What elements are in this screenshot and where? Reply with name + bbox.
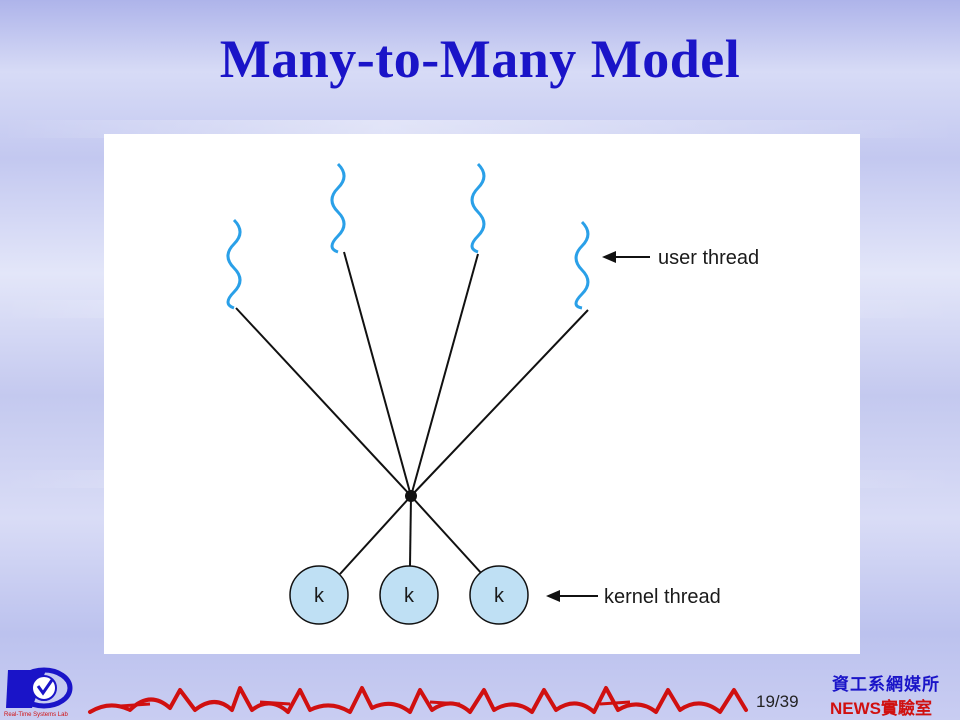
- user-thread-label: user thread: [658, 247, 759, 269]
- user-thread-3: [470, 162, 486, 254]
- org-name-line1: 資工系網媒所: [832, 675, 940, 694]
- connector-line: [343, 251, 412, 497]
- logo-caption: Real-Time Systems Lab: [4, 712, 68, 718]
- lab-logo: Real-Time Systems Lab: [4, 667, 73, 718]
- user-thread-2: [330, 162, 346, 254]
- connector-line: [339, 495, 412, 575]
- kernel-node-1: k: [289, 565, 349, 625]
- org-name-line2: NEWS實驗室: [830, 699, 932, 718]
- many-to-many-diagram: k k k user thread kernel thread: [226, 162, 759, 625]
- kernel-node-label: k: [494, 585, 505, 607]
- footer-decoration: [88, 686, 748, 714]
- page-current: 19: [756, 692, 775, 711]
- multiplex-point: [405, 490, 417, 502]
- connector-line: [410, 309, 589, 497]
- kernel-node-2: k: [379, 565, 439, 625]
- connector-line: [410, 495, 483, 575]
- kernel-thread-label: kernel thread: [604, 586, 721, 608]
- connector-line: [235, 307, 412, 497]
- connector-line: [409, 495, 412, 567]
- connector-line: [410, 253, 479, 497]
- kernel-node-label: k: [314, 585, 325, 607]
- user-thread-1: [226, 218, 242, 310]
- arrowhead-icon: [602, 251, 616, 263]
- kernel-node-label: k: [404, 585, 415, 607]
- page-number: 19/39: [756, 692, 799, 712]
- arrowhead-icon: [546, 590, 560, 602]
- slide-title: Many-to-Many Model: [219, 29, 741, 89]
- page-total: 39: [779, 692, 799, 711]
- kernel-node-3: k: [469, 565, 529, 625]
- page-separator: /: [774, 692, 780, 711]
- user-thread-4: [574, 220, 590, 310]
- diagram-panel: k k k user thread kernel thread: [104, 134, 860, 654]
